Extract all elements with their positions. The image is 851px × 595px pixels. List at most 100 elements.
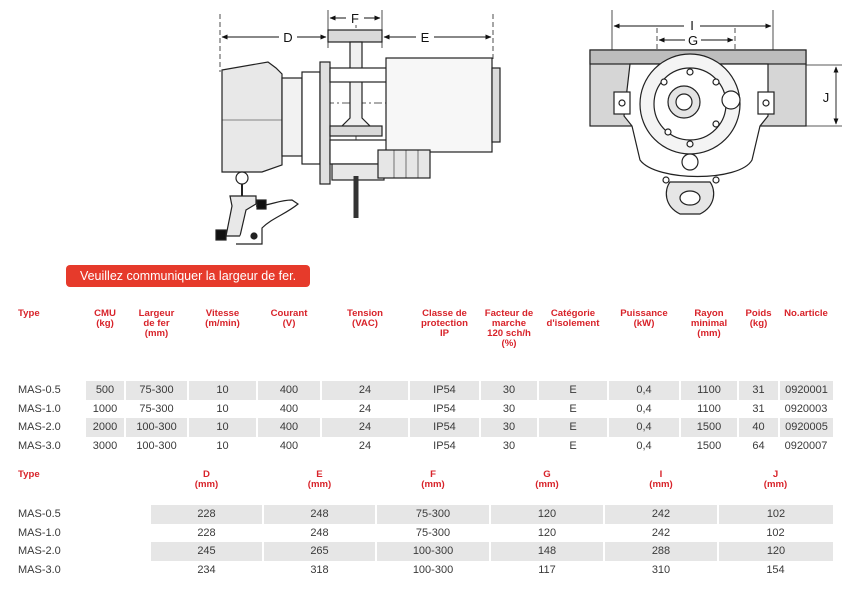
table-cell: 10 [187,418,257,437]
table-cell: E [537,381,608,400]
table-cell: 75-300 [124,381,188,400]
table-cell: 102 [766,526,785,539]
table-cell: 2000 [84,418,125,437]
table-cell: 154 [766,563,785,576]
table-cell: 100-300 [136,439,177,452]
table-cell: 400 [279,439,299,452]
table-cell: 75-300 [415,526,451,539]
spec-header-poids: Poids(kg) [745,308,772,329]
table-cell: 120 [717,542,833,561]
table-cell: 265 [262,542,376,561]
table-cell: 228 [149,505,263,524]
dimension-label-g: G [688,33,698,48]
table-cell: 24 [320,381,409,400]
table-cell: 0,4 [607,381,680,400]
table-cell: 248 [262,505,376,524]
table-cell: 248 [310,526,329,539]
spec-header-cmu: CMU(kg) [94,308,116,329]
dimension-label-f: F [351,11,359,26]
dimension-label-i: I [690,18,694,33]
table-cell: E [537,418,608,437]
table-cell: 0920005 [778,418,833,437]
table-cell: MAS-1.0 [18,402,61,415]
table-cell: 400 [256,418,321,437]
spec-header-article: No.article [784,308,828,319]
table-cell: 3000 [92,439,118,452]
table-cell: 242 [651,526,671,539]
spec-header-courant: Courant(V) [270,308,308,329]
table-cell: 0,4 [607,418,680,437]
spec-header-puissance: Puissance(kW) [620,308,668,329]
table-cell: 10 [187,381,257,400]
table-cell: 24 [358,402,372,415]
table-cell: 288 [603,542,718,561]
dimension-label-d: D [283,30,292,45]
table-cell: 24 [358,439,372,452]
table-cell: IP54 [408,418,480,437]
front-view-drawing [589,10,842,215]
table-cell: 120 [489,505,604,524]
table-cell: 1100 [697,402,721,415]
table-cell: 0920007 [784,439,828,452]
table-cell: 1100 [679,381,738,400]
table-cell: MAS-1.0 [18,526,61,539]
table-cell: 400 [256,381,321,400]
table-cell: 500 [84,381,125,400]
table-cell: 318 [310,563,329,576]
table-cell: MAS-2.0 [18,421,61,434]
table-cell: 10 [216,402,229,415]
table-cell: 310 [651,563,671,576]
table-cell: 24 [320,418,409,437]
table-cell: E [569,439,577,452]
table-cell: 1500 [696,439,722,452]
table-cell: 100-300 [375,542,490,561]
table-cell: 1500 [679,418,738,437]
table-cell: 234 [197,563,216,576]
table-cell: 64 [752,439,765,452]
table-cell: E [569,402,577,415]
table-cell: 242 [603,505,718,524]
table-cell: IP54 [433,402,456,415]
table-cell: 0,4 [636,402,652,415]
dimension-label-j: J [823,90,830,105]
table-cell: MAS-2.0 [18,545,61,558]
dim-header-i: I(mm) [649,469,673,490]
table-cell: 31 [752,402,765,415]
dim-header-d: D(mm) [194,469,219,490]
table-cell: 0920001 [778,381,833,400]
spec-spacer-cell [0,361,833,381]
table-cell: MAS-0.5 [18,508,61,521]
dim-header-j: J(mm) [763,469,788,490]
dim-table-header-row: Type D(mm) E(mm) F(mm) G(mm) I(mm) J(mm) [0,470,833,505]
dim-header-e: E(mm) [307,469,332,490]
table-cell: IP54 [433,439,456,452]
table-cell: 31 [737,381,779,400]
table-cell: 102 [717,505,833,524]
spec-spacer [0,361,833,381]
table-cell: 0,4 [636,439,652,452]
table-cell: 30 [479,381,538,400]
table-cell: MAS-3.0 [18,563,61,576]
table-cell: 100-300 [124,418,188,437]
dim-header-g: G(mm) [535,469,559,490]
technical-drawing: D F E [215,10,842,245]
table-cell: 148 [489,542,604,561]
iron-width-notice-banner: Veuillez communiquer la largeur de fer. [66,265,310,287]
table-cell: 75-300 [375,505,490,524]
table-cell: 1000 [92,402,118,415]
side-view-drawing [215,10,501,245]
table-cell: IP54 [408,381,480,400]
